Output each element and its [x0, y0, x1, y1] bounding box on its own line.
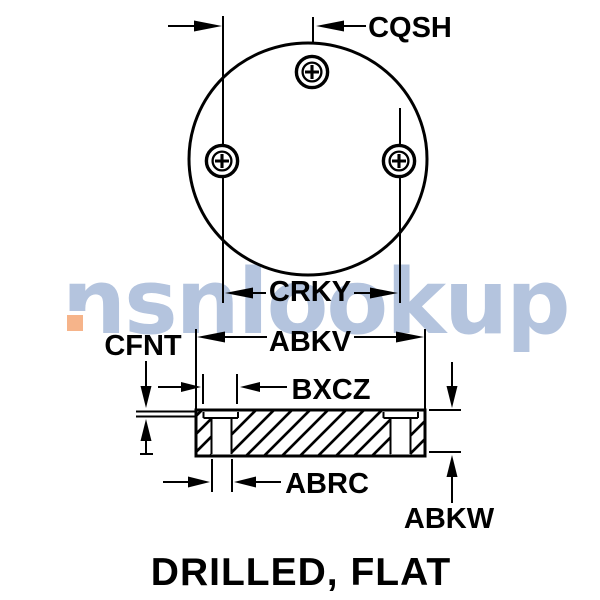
dimension-abrc: ABRC: [163, 459, 369, 500]
arrowhead: [446, 455, 458, 477]
screw-head-icon: [204, 143, 240, 179]
arrowhead: [140, 386, 152, 408]
dimension-abkv: ABKV: [195, 326, 426, 409]
arrowhead: [370, 287, 398, 299]
dim-label-abkw: ABKW: [404, 503, 495, 535]
arrowhead: [197, 331, 225, 343]
arrowhead: [446, 386, 458, 408]
watermark: nsnlookup: [62, 250, 571, 355]
dim-label-bxcz: BXCZ: [292, 374, 371, 406]
screw-head-icon: [294, 54, 330, 90]
dimension-cfnt: CFNT: [104, 330, 196, 455]
dimension-crky: CRKY: [225, 276, 398, 308]
section-view: ABKV CFNT: [104, 326, 494, 535]
arrowhead: [234, 476, 256, 488]
plate-cross-section: [194, 408, 427, 458]
right-hole: [390, 417, 411, 455]
arrowhead: [140, 419, 152, 441]
dimension-abkw: ABKW: [404, 362, 495, 535]
dim-label-cfnt: CFNT: [104, 330, 182, 362]
figure-caption: DRILLED, FLAT: [151, 551, 451, 594]
arrowhead: [181, 382, 201, 392]
watermark-accent-square: [67, 315, 83, 331]
plate-outline-top-view: [187, 41, 429, 277]
arrowhead: [240, 382, 260, 392]
top-view: CQSH CRKY: [168, 12, 452, 308]
dimension-bxcz: BXCZ: [158, 374, 370, 406]
watermark-text: nsnlookup: [62, 250, 569, 355]
arrowhead: [225, 287, 253, 299]
dimension-cqsh: CQSH: [168, 12, 452, 44]
dim-label-abrc: ABRC: [285, 468, 369, 500]
arrowhead: [316, 20, 344, 32]
right-counterbore: [383, 411, 418, 418]
arrowhead: [188, 476, 210, 488]
left-hole: [211, 417, 232, 455]
dim-label-cqsh: CQSH: [368, 12, 452, 44]
dim-label-abkv: ABKV: [269, 326, 352, 358]
arrowhead: [396, 331, 424, 343]
dim-label-crky: CRKY: [269, 276, 351, 308]
left-counterbore: [203, 411, 238, 418]
screw-head-icon: [381, 143, 417, 179]
arrowhead: [194, 20, 222, 32]
